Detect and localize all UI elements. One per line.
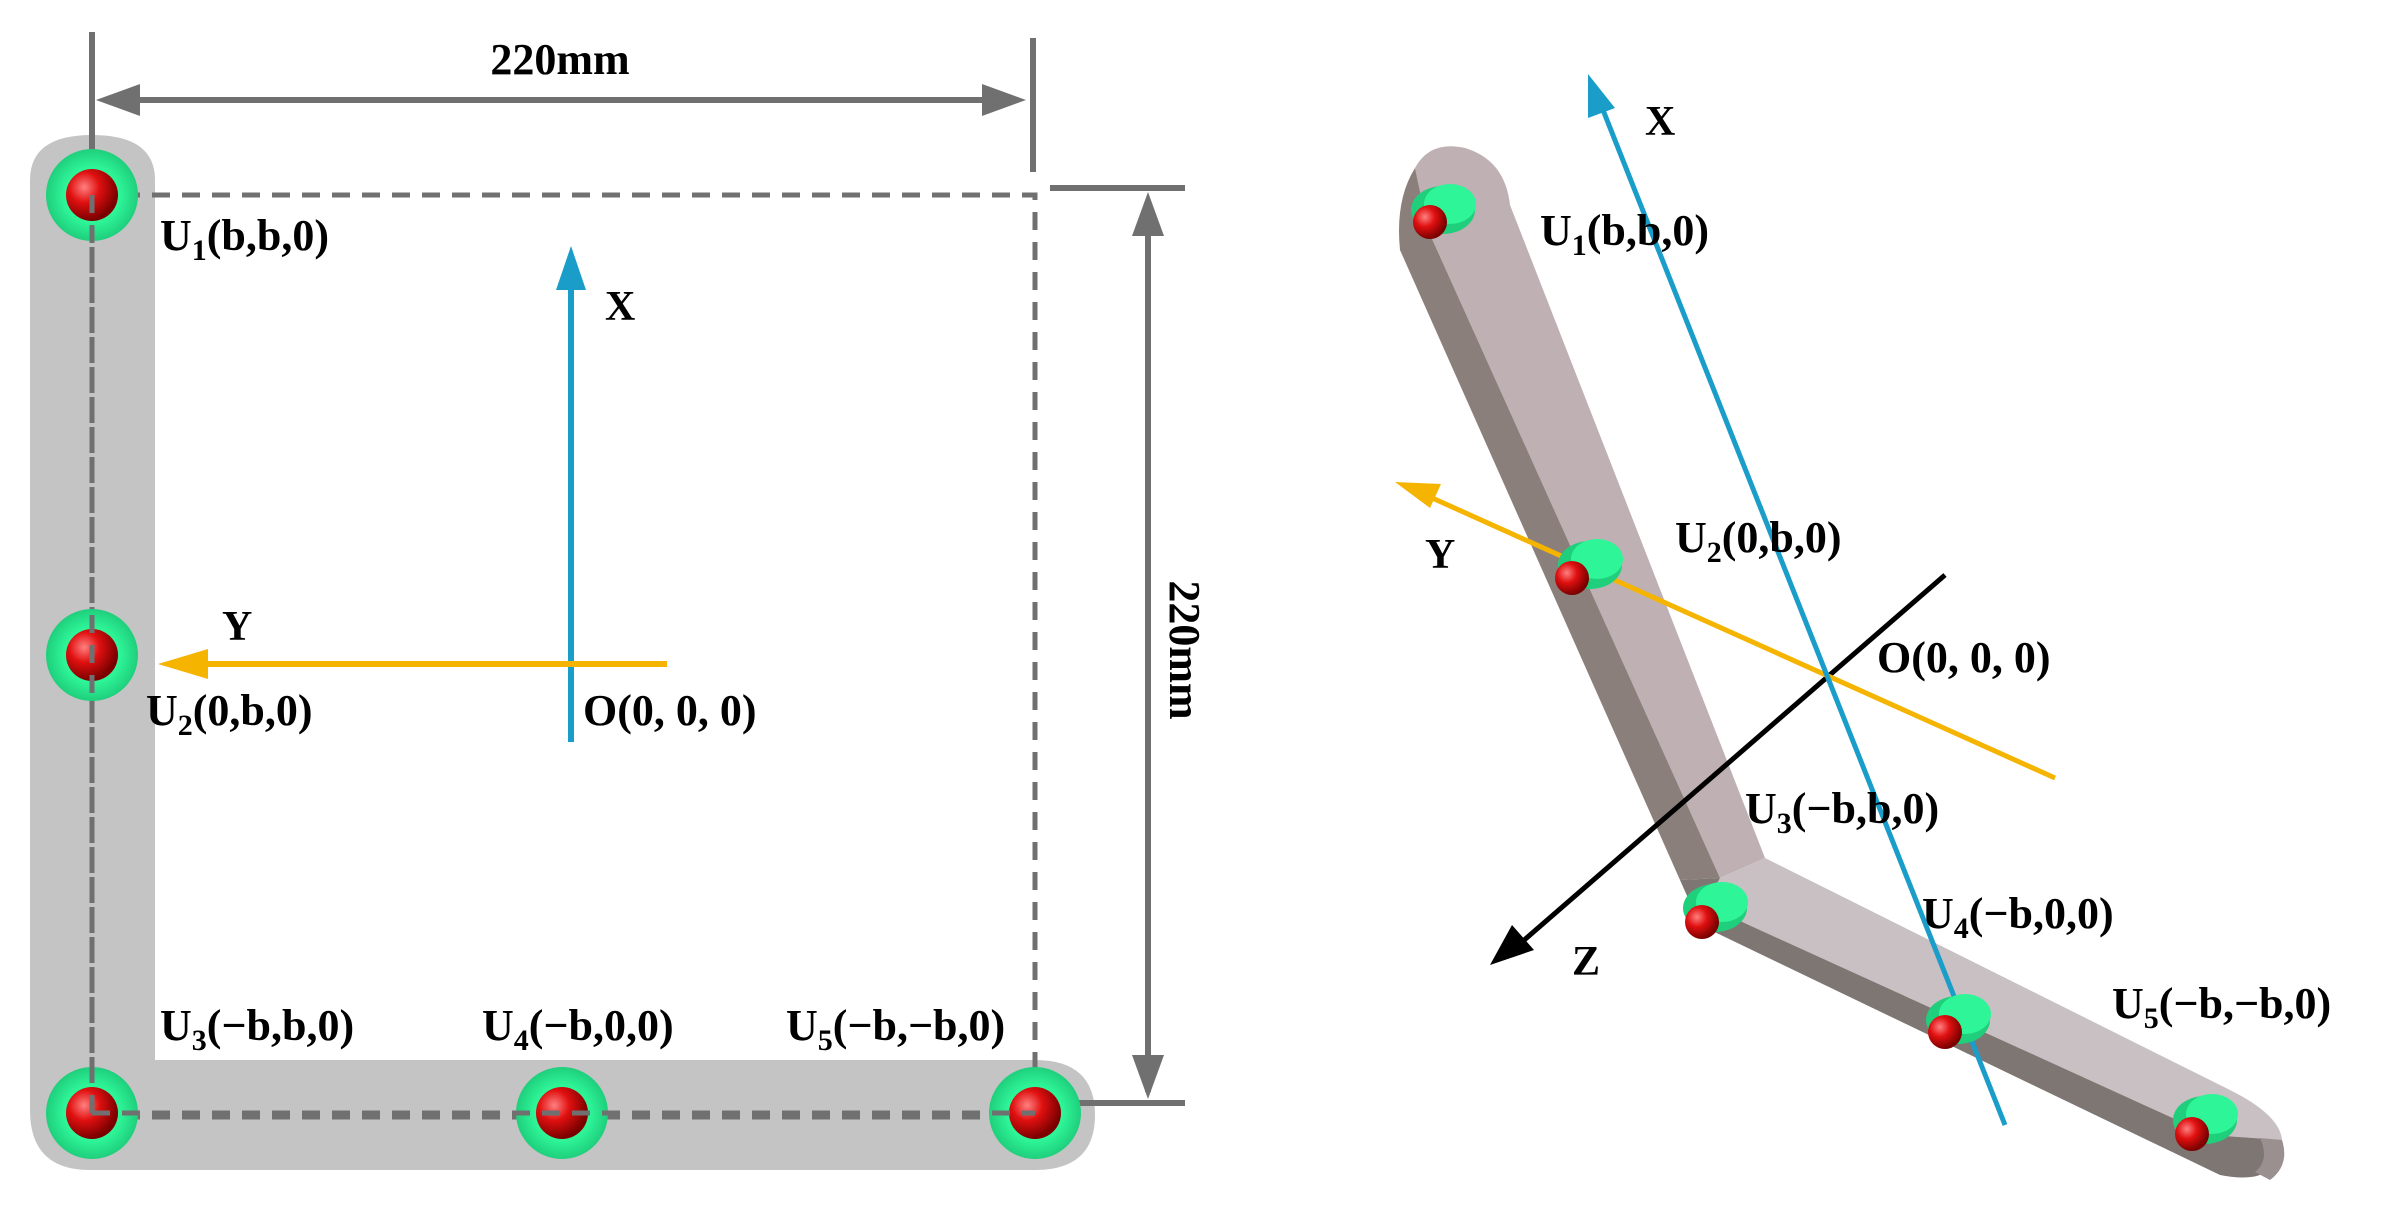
y-axis-arrowhead-iso [1395, 482, 1441, 508]
dim-width-arrow-left [96, 84, 140, 116]
x-axis-label: X [605, 284, 635, 330]
beam-lower-top [1705, 858, 2282, 1140]
top-label-u1: U1(b,b,0) [160, 211, 329, 267]
dim-height-arrow-top [1132, 192, 1164, 236]
y-axis-label: Y [222, 604, 252, 650]
top-label-u2: U2(0,b,0) [146, 686, 313, 742]
origin-label-iso: O(0, 0, 0) [1877, 633, 2051, 682]
top-view: 220mm 220mm X Y O(0, 0, 0) [30, 32, 1209, 1170]
x-axis-line-iso [1600, 109, 2008, 1126]
iso-joint-u2 [1555, 539, 1623, 595]
dim-height-arrow-bottom [1132, 1055, 1164, 1099]
dim-width-arrow-right [982, 84, 1026, 116]
x-axis-arrowhead-iso [1588, 74, 1615, 118]
iso-joint-u4 [1926, 994, 1991, 1049]
dashed-square [89, 192, 1038, 1120]
dim-width-label: 220mm [490, 35, 629, 84]
iso-label-u2: U2(0,b,0) [1675, 513, 1842, 569]
l-bar-top-view [30, 135, 1095, 1170]
top-label-u4: U4(−b,0,0) [482, 1001, 674, 1057]
iso-view: Z Y X O(0, 0, 0) [1395, 74, 2331, 1180]
beam-upper-side [1399, 168, 1720, 880]
beam-end-cap [2255, 1138, 2285, 1180]
y-axis-label-iso: Y [1425, 532, 1455, 578]
origin-label: O(0, 0, 0) [583, 686, 757, 735]
iso-joint-u5 [2173, 1094, 2238, 1151]
iso-label-u3: U3(−b,b,0) [1745, 784, 1939, 840]
z-axis-arrowhead [1490, 925, 1534, 965]
iso-joint-u3 [1683, 882, 1748, 939]
top-label-u5: U5(−b,−b,0) [786, 1001, 1005, 1057]
beam-lower-side [1680, 878, 2282, 1178]
y-axis-line-iso [1428, 494, 2057, 781]
z-axis-line [1513, 573, 1947, 950]
y-axis-arrowhead [158, 649, 208, 679]
x-axis-arrowhead [556, 246, 586, 290]
top-label-u3: U3(−b,b,0) [160, 1001, 354, 1057]
joint-u4 [516, 1067, 608, 1159]
iso-label-u5: U5(−b,−b,0) [2112, 979, 2331, 1035]
iso-joint-u1 [1411, 184, 1476, 239]
iso-label-u1: U1(b,b,0) [1540, 206, 1709, 262]
iso-label-u4: U4(−b,0,0) [1922, 889, 2114, 945]
dim-height-label: 220mm [1160, 580, 1209, 719]
z-axis-label: Z [1572, 939, 1600, 985]
x-axis-label-iso: X [1645, 99, 1675, 145]
beam-upper-top [1415, 146, 1765, 878]
